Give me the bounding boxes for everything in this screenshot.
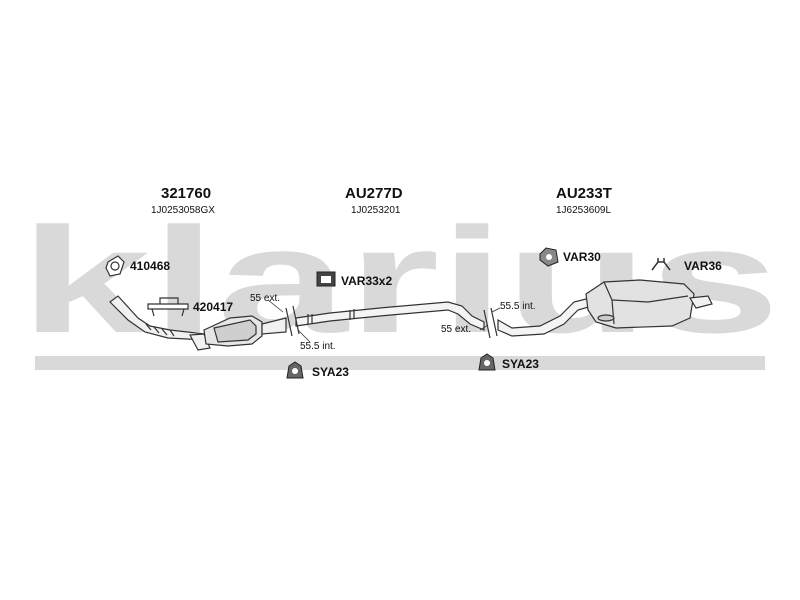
accessory-label-var33x2: VAR33x2 [341,274,393,288]
hook-hanger-icon [651,258,671,271]
gasket-icon [105,255,125,277]
joint-left-int: 55.5 int. [300,341,336,352]
part-number-au277d: AU277D [345,185,403,202]
hanger-icon [286,361,304,379]
centre-pipe [295,301,485,331]
clamp-left [285,305,300,337]
joint-right-int: 55.5 int. [500,301,536,312]
accessory-label-sya23-right: SYA23 [502,357,539,371]
accessory-label-420417: 420417 [193,300,234,314]
accessory-label-410468: 410468 [130,259,171,273]
oem-ref-au233t: 1J6253609L [556,205,612,216]
rubber-mount-icon [316,271,336,287]
watermark-underline [35,356,765,370]
part-number-au233t: AU233T [556,185,612,202]
oem-ref-321760: 1J0253058GX [151,205,215,216]
bracket-icon [147,297,189,317]
part-number-321760: 321760 [161,185,212,202]
oem-ref-au277d: 1J0253201 [351,205,401,216]
catalytic-converter [203,315,287,347]
clamp-right [483,307,498,339]
hanger-icon [478,353,496,371]
rubber-mount-icon [539,247,559,267]
rear-silencer [585,279,713,329]
dimension-leaders [267,299,501,343]
joint-right-ext: 55 ext. [441,324,472,335]
joint-left-ext: 55 ext. [250,293,281,304]
accessory-label-var36: VAR36 [684,259,722,273]
watermark-logo: klarius [20,196,780,364]
accessory-label-sya23-left: SYA23 [312,365,349,379]
accessory-label-var30: VAR30 [563,250,601,264]
